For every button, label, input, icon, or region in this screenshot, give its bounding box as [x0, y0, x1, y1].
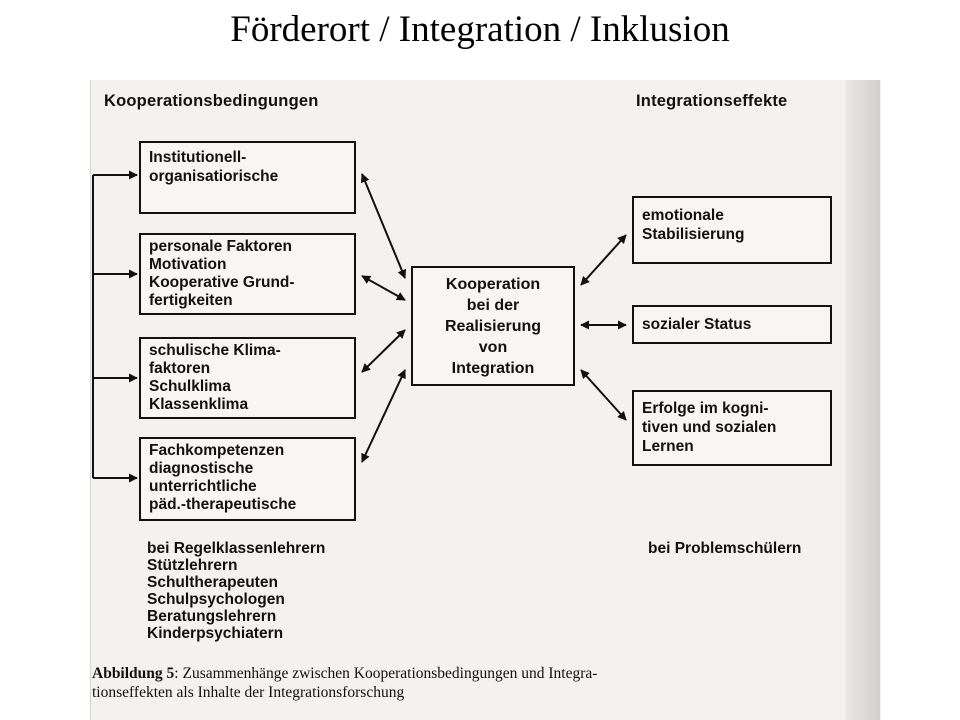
box-line: Lernen: [642, 438, 694, 455]
box-line: von: [478, 339, 508, 356]
box-line: Institutionell-: [149, 149, 247, 166]
box-line: Stabilisierung: [642, 226, 745, 243]
list-problem-students: bei Problemschülern: [648, 540, 801, 557]
box-line: Kooperation: [445, 276, 541, 293]
box-line: Integration: [451, 360, 535, 377]
box-line: Erfolge im kogni-: [642, 400, 769, 417]
list-heading: bei Problemschülern: [648, 540, 802, 557]
box-line: Fachkompetenzen: [149, 442, 285, 459]
arrow-institutional-center: [360, 173, 407, 279]
box-line: diagnostische: [149, 460, 254, 477]
list-item: Schulpsychologen: [147, 591, 285, 608]
arrow-climate-center: [361, 329, 406, 373]
box-line: personale Faktoren: [149, 238, 292, 255]
list-item: Stützlehrern: [147, 557, 238, 574]
box-professional-competence: Fachkompetenzen diagnostische unterricht…: [139, 437, 356, 521]
list-item: Beratungslehrern: [147, 608, 277, 625]
box-line: Schulklima: [149, 378, 231, 395]
caption-text: tionseffekten als Inhalte der Integratio…: [92, 684, 405, 701]
box-line: faktoren: [149, 360, 211, 377]
scanned-page-edge: [846, 80, 880, 720]
caption-label: Abbildung 5: [92, 665, 175, 682]
box-line: unterrichtliche: [149, 478, 257, 495]
box-line: sozialer Status: [642, 316, 752, 333]
box-emotional-stabilization: emotionale Stabilisierung: [632, 196, 832, 264]
list-item: Kinderpsychiatern: [147, 625, 284, 642]
box-line: schulische Klima-: [149, 342, 281, 359]
box-cooperation-center: Kooperation bei der Realisierung von Int…: [411, 266, 575, 386]
list-regular-teachers: bei Regelklassenlehrern Stützlehrern Sch…: [147, 540, 325, 642]
box-line: organisatiorische: [149, 168, 279, 185]
arrow-center-emotional: [580, 234, 627, 286]
list-heading: bei Regelklassenlehrern: [147, 540, 326, 557]
box-line: tiven und sozialen: [642, 419, 777, 436]
right-header: Integrationseffekte: [636, 92, 788, 110]
box-school-climate: schulische Klima- faktoren Schulklima Kl…: [139, 337, 356, 419]
left-header: Kooperationsbedingungen: [104, 92, 319, 110]
box-line: Kooperative Grund-: [149, 274, 295, 291]
box-line: fertigkeiten: [149, 292, 233, 309]
box-personal-factors: personale Faktoren Motivation Kooperativ…: [139, 233, 356, 315]
box-line: Realisierung: [444, 318, 542, 335]
arrow-center-learning: [580, 369, 627, 421]
figure-caption: Abbildung 5: Zusammenhänge zwischen Koop…: [92, 664, 852, 702]
box-line: bei der: [466, 297, 520, 314]
box-line: Motivation: [149, 256, 227, 273]
box-line: emotionale: [642, 207, 724, 224]
box-social-status: sozialer Status: [632, 305, 832, 344]
slide-title: Förderort / Integration / Inklusion: [230, 9, 730, 50]
list-item: Schultherapeuten: [147, 574, 278, 591]
caption-text: : Zusammenhänge zwischen Kooperationsbed…: [174, 665, 598, 682]
arrow-personal-center: [361, 275, 406, 301]
arrow-competence-center: [361, 369, 406, 463]
box-learning-success: Erfolge im kogni- tiven und sozialen Ler…: [632, 390, 832, 466]
box-line: Klassenklima: [149, 396, 249, 413]
box-institutional: Institutionell- organisatiorische: [139, 141, 356, 214]
box-line: päd.-therapeutische: [149, 496, 297, 513]
